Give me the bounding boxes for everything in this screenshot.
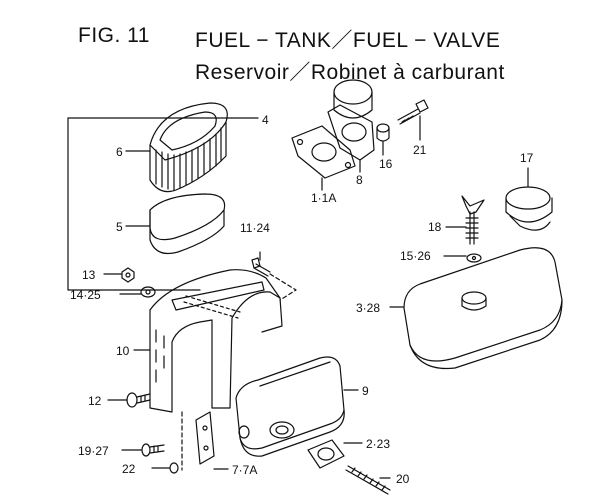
callout-15-26: 15·26 <box>400 249 431 263</box>
callout-14-25: 14·25 <box>70 288 101 302</box>
callout-4: 4 <box>262 113 269 127</box>
callout-11-24: 11·24 <box>240 221 270 235</box>
stud-bolt <box>345 465 391 495</box>
washer-14 <box>119 286 156 298</box>
air-filter-element <box>125 102 228 193</box>
gasket <box>291 125 356 191</box>
callout-9: 9 <box>362 384 369 398</box>
gasket-2 <box>307 439 363 469</box>
callout-16: 16 <box>379 157 393 171</box>
tank-bracket <box>133 269 283 413</box>
callout-19-27: 19·27 <box>78 444 109 458</box>
callout-22: 22 <box>122 462 136 476</box>
muffler <box>235 356 359 457</box>
bolt-11 <box>251 251 297 301</box>
bolt-21 <box>397 99 429 141</box>
callout-7-7a: 7·7A <box>232 463 257 477</box>
callout-6: 6 <box>116 145 123 159</box>
callout-13: 13 <box>82 268 96 282</box>
fuel-tank <box>389 247 563 370</box>
callout-1-1a: 1·1A <box>311 191 336 205</box>
figure-number: FIG. 11 <box>78 24 150 47</box>
callout-17: 17 <box>520 151 534 165</box>
callout-3-28: 3·28 <box>356 301 380 315</box>
washer-22 <box>151 462 179 474</box>
callout-20: 20 <box>396 472 410 486</box>
washer-15 <box>443 253 482 263</box>
screw-12 <box>107 392 151 408</box>
valve-bracket <box>181 411 229 471</box>
callout-21: 21 <box>413 143 427 157</box>
air-cleaner-bracket <box>67 117 259 291</box>
carburetor <box>327 79 375 173</box>
pre-filter <box>125 193 226 255</box>
bolt-19 <box>121 443 165 457</box>
callout-12: 12 <box>88 394 102 408</box>
callout-10: 10 <box>116 344 130 358</box>
diagram-subtitle: Reservoir／Robinet à carburant <box>195 61 505 84</box>
callout-8: 8 <box>356 173 363 187</box>
bushing <box>376 123 390 156</box>
callout-18: 18 <box>428 220 442 234</box>
diagram-title: FUEL − TANK／FUEL − VALVE <box>195 29 501 52</box>
wing-bolt <box>445 195 485 245</box>
callout-2-23: 2·23 <box>366 437 390 451</box>
callout-5: 5 <box>116 220 123 234</box>
fuel-strainer <box>505 167 553 231</box>
nut-13 <box>103 267 135 283</box>
